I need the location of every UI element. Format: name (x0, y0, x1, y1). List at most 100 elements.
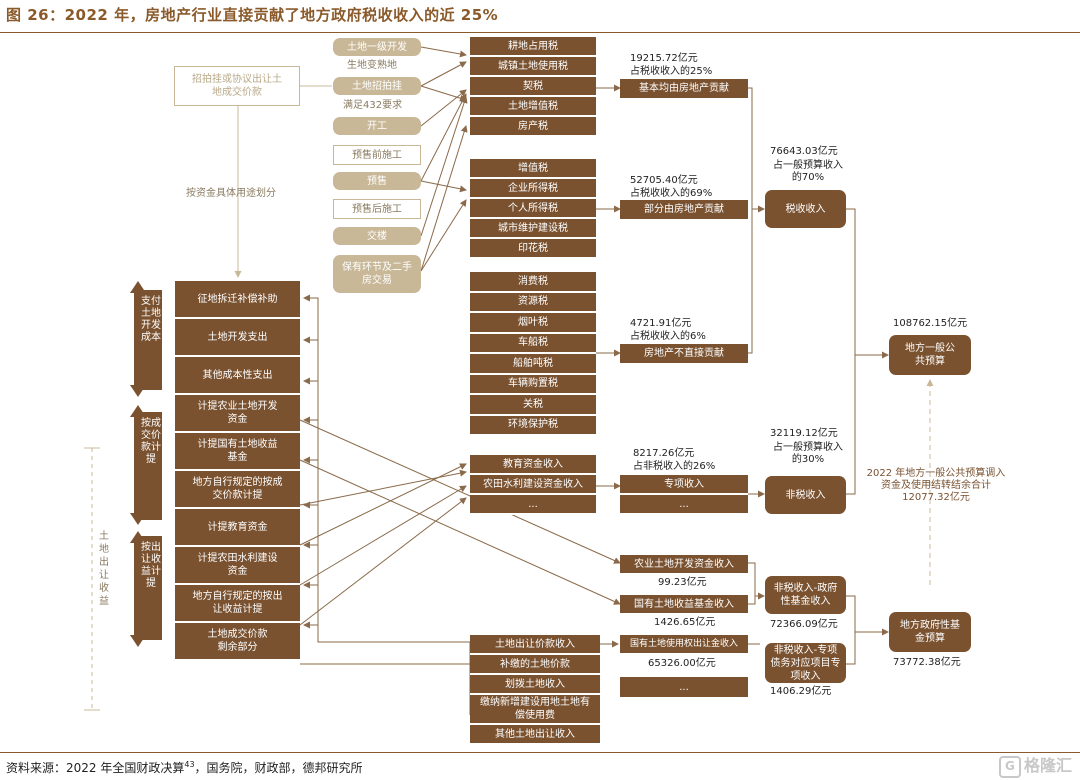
edge-state-fund (299, 459, 621, 605)
lifecycle-post-presale: 预售后施工 (333, 199, 421, 219)
nontax-more: ... (470, 495, 596, 515)
tax-vessel-tonnage: 船舶吨税 (470, 354, 596, 375)
figure-title: 图 26：2022 年，房地产行业直接贡献了地方政府税收收入的近 25% (6, 6, 499, 24)
use-land-development: 土地开发支出 (175, 319, 300, 357)
bottom-rule (0, 752, 1080, 753)
bracket-cost-label: 支付土地开发成本 (140, 290, 162, 390)
tax-customs: 关税 (470, 395, 596, 416)
edge-tax-bracket (748, 87, 753, 354)
tax-corporate-income: 企业所得税 (470, 179, 596, 199)
watermark-text: 格隆汇 (1023, 756, 1072, 775)
tax-stamp: 印花税 (470, 239, 596, 259)
tax-vehicle-purchase: 车辆购置税 (470, 374, 596, 395)
nontax-revenue-box: 非税收入 (765, 476, 846, 514)
special-debt-amount: 1406.29亿元 (770, 686, 832, 697)
edge-auction-to-tax (420, 61, 467, 87)
tax-group-2: 增值税 企业所得税 个人所得税 城市维护建设税 印花税 (470, 159, 596, 259)
tax-personal-income: 个人所得税 (470, 199, 596, 219)
edge-dev-to-tax (420, 46, 467, 58)
lifecycle-start: 开工 (333, 117, 421, 135)
land-sale-items: 土地出让价款收入 补缴的土地价款 划拨土地收入 缴纳新增建设用地土地有偿使用费 … (470, 635, 600, 745)
allocation-note: 按资金具体用途划分 (186, 188, 276, 199)
fund-ag-land-amount: 99.23亿元 (658, 577, 707, 588)
edge-handover-to-tax (420, 96, 468, 237)
tax-group-2-share: 占税收收入的69% (630, 188, 713, 199)
fund-state-land-amount: 1426.65亿元 (654, 617, 716, 628)
tax-group-1-amount: 19215.72亿元 (630, 53, 698, 64)
tax-land-value-added: 土地增值税 (470, 97, 596, 117)
tax-urban-land-use: 城镇土地使用税 (470, 57, 596, 77)
tax-revenue-amount: 76643.03亿元 (770, 146, 838, 157)
special-revenue-more: ... (620, 495, 748, 515)
lifecycle-presale: 预售 (333, 172, 421, 190)
tax-group-3: 消费税 资源税 烟叶税 车船税 船舶吨税 车辆购置税 关税 环境保护税 (470, 272, 596, 436)
tax-revenue-box: 税收收入 (765, 190, 846, 228)
lifecycle-pre-presale: 预售前施工 (333, 145, 421, 165)
use-remainder: 土地成交价款剩余部分 (175, 623, 300, 661)
general-budget-box: 地方一般公共预算 (889, 335, 971, 375)
gov-fund-budget-box: 地方政府性基金预算 (889, 612, 971, 652)
edge-fund-bracket (748, 562, 756, 605)
tax-group-2-total: 部分由房地产贡献 (620, 200, 748, 219)
use-water-fund: 计提农田水利建设资金 (175, 547, 300, 585)
use-local-income-based: 地方自行规定的按出让收益计提 (175, 585, 300, 623)
nontax-special-stack: 专项收入 ... (620, 475, 748, 515)
tax-group-3-total: 房地产不直接贡献 (620, 344, 748, 363)
source-footnote: 43 (184, 760, 195, 769)
lifecycle-note-432: 满足432要求 (343, 100, 403, 111)
nontax-water: 农田水利建设资金收入 (470, 475, 596, 495)
use-local-price-based: 地方自行规定的按成交价款计提 (175, 471, 300, 509)
edge-hold-to-vat (420, 199, 467, 272)
lifecycle-auction: 土地招拍挂 (333, 77, 421, 95)
edge-revenue-bracket (846, 208, 856, 495)
bracket-price-label: 按成交价款计提 (140, 412, 162, 520)
general-budget-amount: 108762.15亿元 (893, 318, 968, 329)
edge-auction-to-deed (420, 85, 467, 102)
nontax-special-share: 占非税收入的26% (633, 461, 716, 472)
tax-group-1: 耕地占用税 城镇土地使用税 契税 土地增值税 房产税 (470, 37, 596, 137)
edge-hold-to-tax (420, 125, 468, 272)
tax-deed: 契税 (470, 77, 596, 97)
edge-local-price (299, 469, 467, 506)
land-sale-new-construction-fee: 缴纳新增建设用地土地有偿使用费 (470, 695, 600, 725)
lifecycle-handover: 交楼 (333, 227, 421, 245)
land-sale-other: 其他土地出让收入 (470, 725, 600, 745)
land-sale-allocation: 划拨土地收入 (470, 675, 600, 695)
nontax-items: 教育资金收入 农田水利建设资金收入 ... (470, 455, 596, 515)
edge-edu (299, 463, 467, 546)
lifecycle-note-raw-land: 生地变熟地 (347, 60, 397, 71)
use-demolition-compensation: 征地拆迁补偿补助 (175, 281, 300, 319)
land-use-right-amount: 65326.00亿元 (648, 658, 716, 669)
land-use-right-more: ... (620, 677, 748, 697)
tax-property: 房产税 (470, 117, 596, 137)
tax-group-1-share: 占税收收入的25% (630, 66, 713, 77)
watermark-logo-icon: G (998, 755, 1021, 778)
tax-vehicle-vessel: 车船税 (470, 333, 596, 354)
tax-tobacco-leaf: 烟叶税 (470, 313, 596, 334)
tax-consumption: 消费税 (470, 272, 596, 293)
nontax-special-amount: 8217.26亿元 (633, 448, 695, 459)
nontax-revenue-share: 占一般预算收入的30% (773, 442, 843, 465)
uses-column: 征地拆迁补偿补助 土地开发支出 其他成本性支出 计提农业土地开发资金 计提国有土… (175, 281, 300, 661)
bracket-outer-label: 土地出让收益 (99, 531, 109, 607)
use-ag-land-fund: 计提农业土地开发资金 (175, 395, 300, 433)
gov-fund-nontax-box: 非税收入-政府性基金收入 (765, 576, 846, 614)
tax-vat: 增值税 (470, 159, 596, 179)
tax-farmland: 耕地占用税 (470, 37, 596, 57)
tax-group-1-total: 基本均由房地产贡献 (620, 79, 748, 98)
nontax-revenue-amount: 32119.12亿元 (770, 428, 838, 439)
edge-local-income (299, 497, 467, 626)
land-sale-price-note: 招拍挂或协议出让土地成交价款 (174, 66, 300, 106)
use-state-land-fund: 计提国有土地收益基金 (175, 433, 300, 471)
lifecycle-land-dev: 土地一级开发 (333, 38, 421, 56)
land-sale-price: 土地出让价款收入 (470, 635, 600, 655)
use-other-costs: 其他成本性支出 (175, 357, 300, 395)
use-education-fund: 计提教育资金 (175, 509, 300, 547)
special-revenue: 专项收入 (620, 475, 748, 495)
tax-revenue-share: 占一般预算收入的70% (773, 160, 843, 183)
gov-fund-budget-amount: 73772.38亿元 (893, 657, 961, 668)
nontax-education: 教育资金收入 (470, 455, 596, 475)
bracket-income-label: 按出让收益计提 (140, 536, 162, 640)
edge-remainder (300, 642, 471, 665)
